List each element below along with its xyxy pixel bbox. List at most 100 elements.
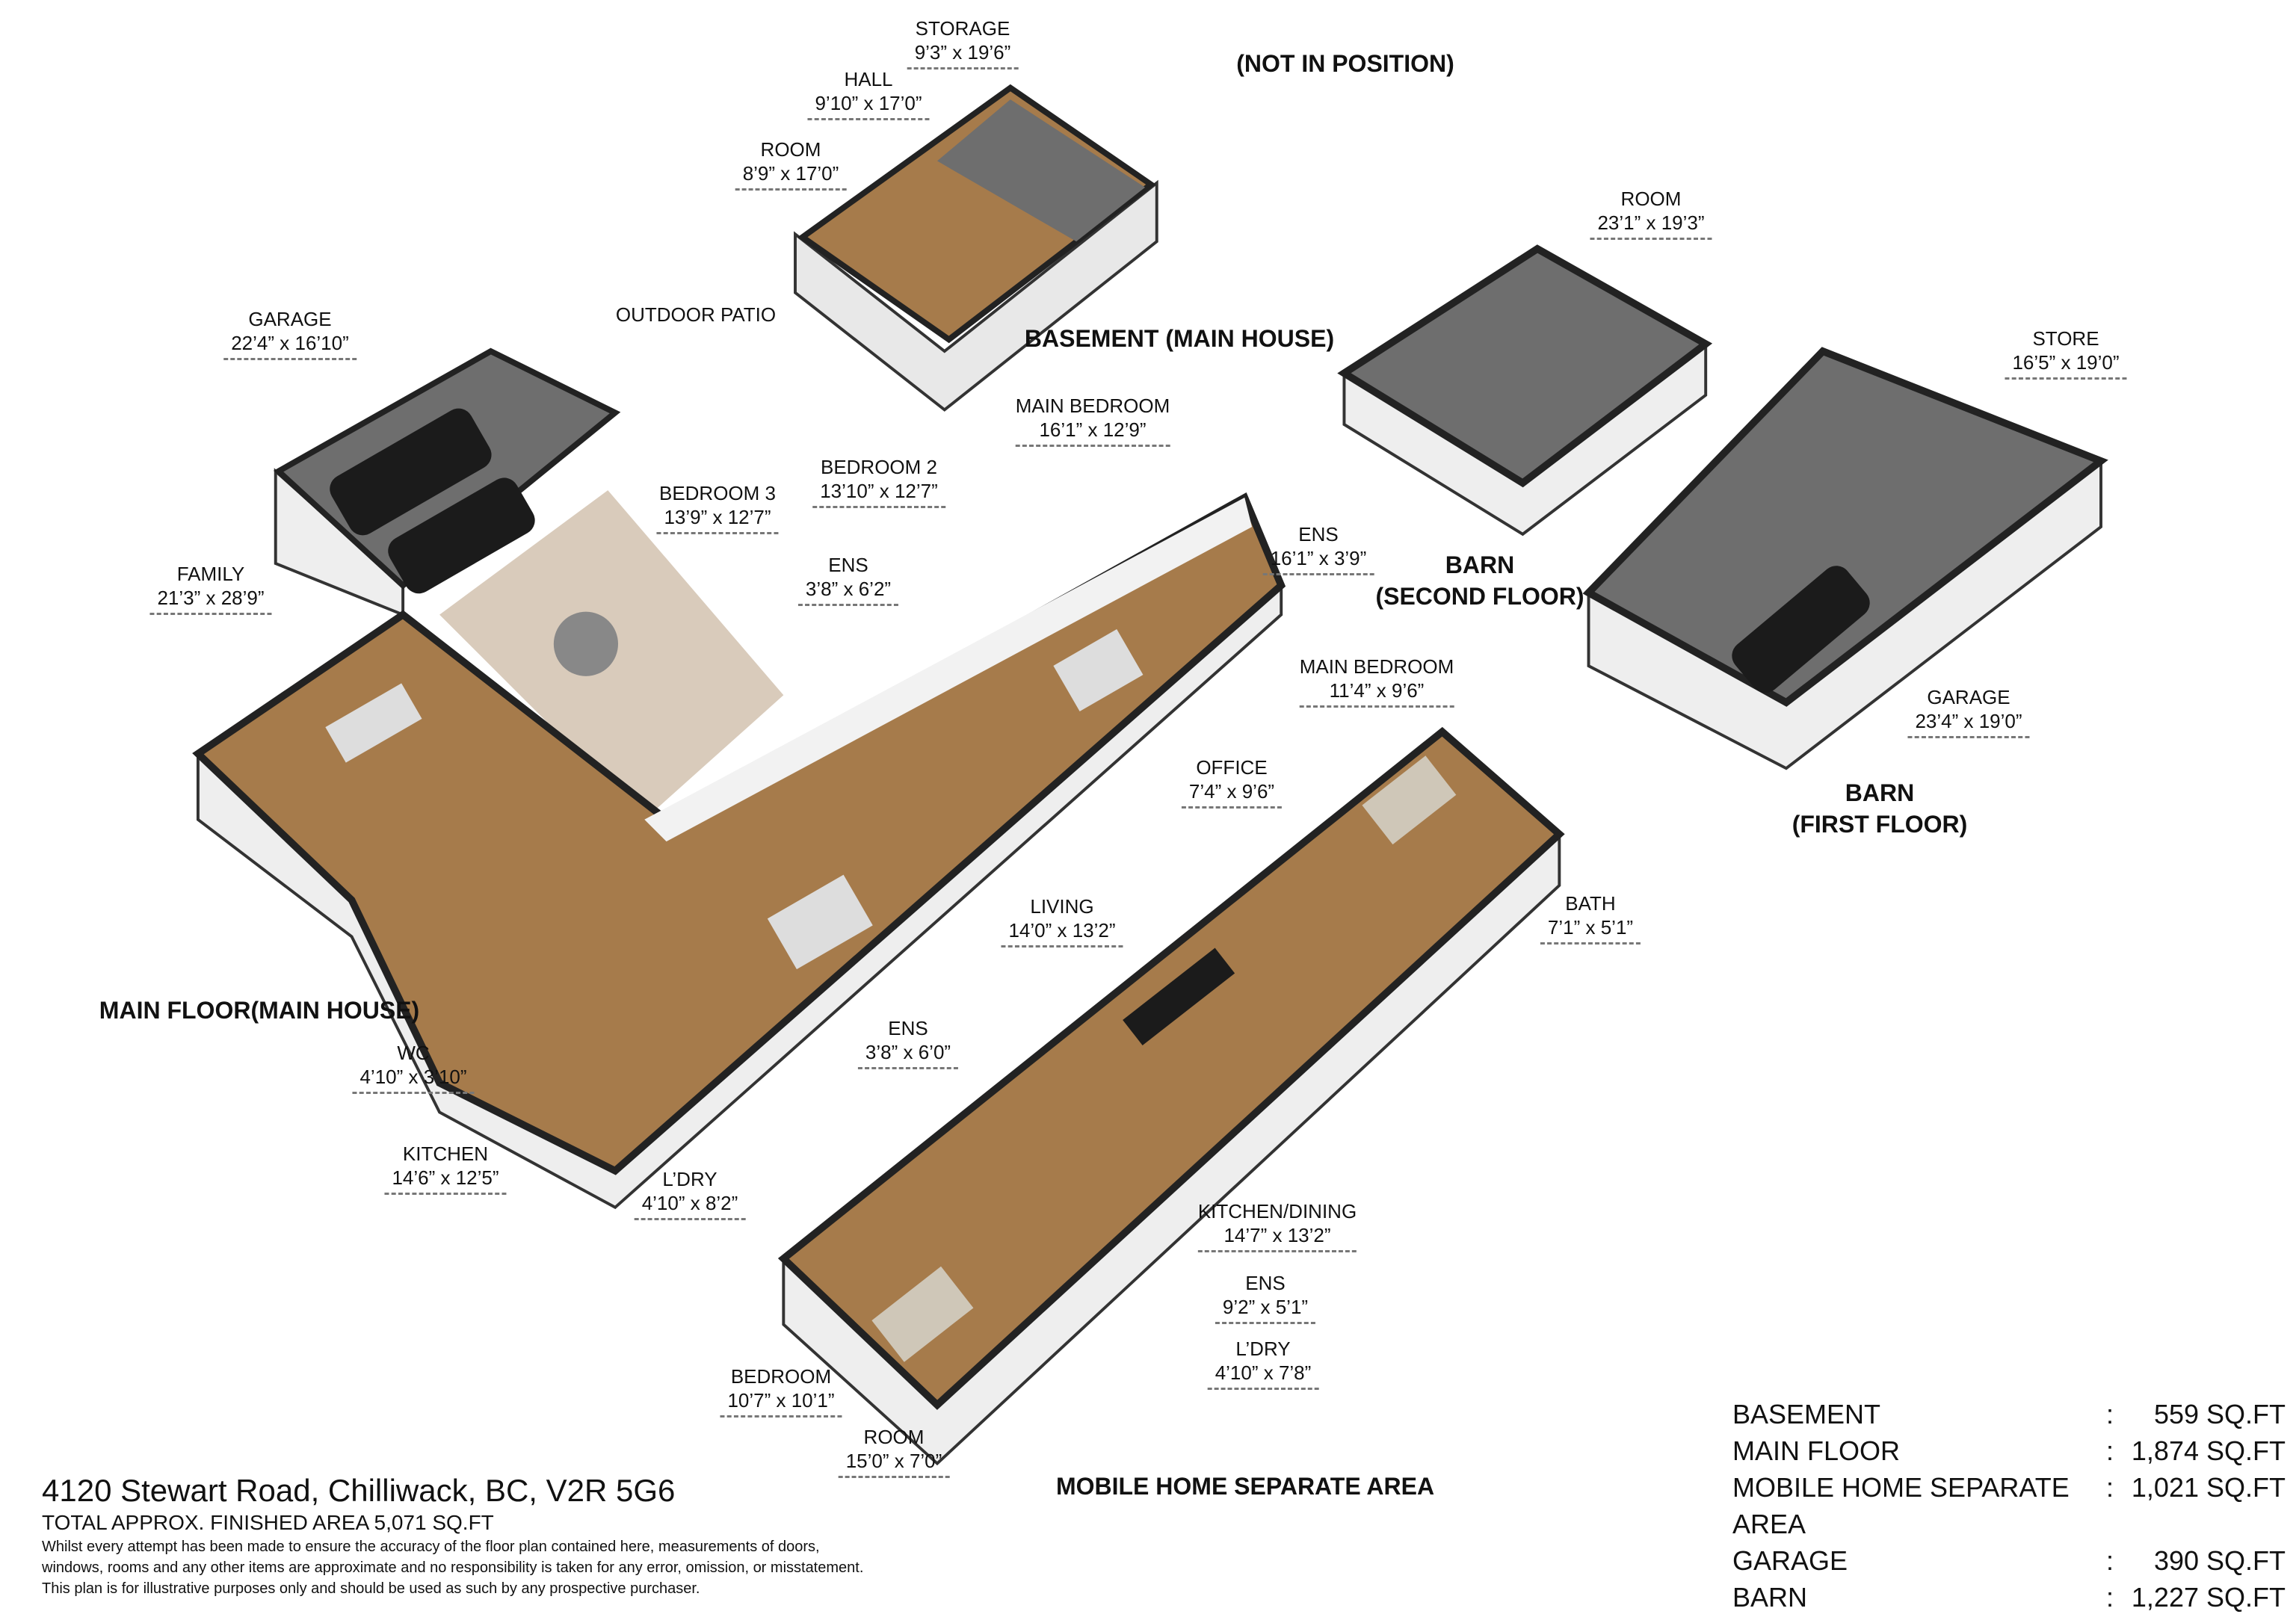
area-value: 1,874 SQ.FT — [2131, 1435, 2286, 1466]
room-name: MAIN BEDROOM — [1299, 655, 1454, 678]
room-name: STORAGE — [915, 17, 1010, 40]
separator: : — [2106, 1435, 2114, 1466]
room-name: ROOM — [863, 1426, 925, 1448]
room-dimensions: 7’4” x 9’6” — [1181, 779, 1283, 809]
room-name: HALL — [844, 68, 893, 90]
heading-line: BARN — [1445, 551, 1515, 578]
room-name: FAMILY — [176, 563, 245, 585]
room-name: L’DRY — [1235, 1338, 1291, 1360]
room-name: STORE — [2032, 327, 2099, 350]
room-dimensions: 9’10” x 17’0” — [807, 91, 930, 120]
room-name: ENS — [828, 554, 868, 576]
area-name: TOTAL AREA — [1732, 1616, 2106, 1623]
heading-line: (FIRST FLOOR) — [1792, 811, 1968, 838]
room-name: KITCHEN — [402, 1143, 489, 1165]
room-dimensions: 11’4” x 9’6” — [1299, 678, 1454, 708]
room-dimensions: 14’0” x 13’2” — [1001, 918, 1123, 947]
garage-plan — [274, 347, 621, 617]
room-dimensions: 16’1” x 12’9” — [1015, 418, 1170, 447]
area-value: 1,021 SQ.FT — [2131, 1472, 2286, 1503]
room-name: OFFICE — [1196, 756, 1268, 779]
room-dimensions: 14’6” x 12’5” — [384, 1166, 507, 1195]
barn-first-floor-plan — [1582, 347, 2108, 770]
room-name: BEDROOM 3 — [658, 482, 777, 504]
room-dimensions: 7’1” x 5’1” — [1540, 915, 1641, 945]
room-name: OUTDOOR PATIO — [615, 303, 777, 326]
main-floor-plan — [192, 492, 1286, 1210]
area-name: GARAGE — [1732, 1545, 1848, 1576]
room-name: GARAGE — [248, 308, 332, 330]
room-name: BATH — [1565, 892, 1616, 915]
area-name: MAIN FLOOR — [1732, 1435, 1901, 1466]
total-area-text: TOTAL APPROX. FINISHED AREA 5,071 SQ.FT — [42, 1511, 494, 1534]
disclaimer-line: Whilst every attempt has been made to en… — [42, 1539, 820, 1555]
room-name: ROOM — [760, 138, 821, 161]
area-name: MOBILE HOME SEPARATE AREA — [1732, 1472, 2070, 1539]
room-dimensions: 22’4” x 16’10” — [223, 331, 357, 360]
disclaimer-line: windows, rooms and any other items are a… — [42, 1559, 864, 1576]
room-dimensions: 4’10” x 8’2” — [634, 1191, 746, 1220]
area-row: BARN:1,227 SQ.FT — [1732, 1579, 2286, 1616]
heading-barn-second: BARN (SECOND FLOOR) — [1375, 549, 1584, 612]
mobile-home-plan — [777, 726, 1565, 1466]
area-name: BASEMENT — [1732, 1399, 1881, 1429]
barn-second-floor-plan — [1337, 244, 1713, 537]
area-row: TOTAL AREA:5,071 SQ.FT — [1732, 1616, 2286, 1623]
area-value: 559 SQ.FT — [2153, 1399, 2286, 1429]
basement-plan — [794, 84, 1158, 412]
room-name: LIVING — [1030, 895, 1094, 918]
room-dimensions: 21’3” x 28’9” — [149, 586, 272, 615]
heading-line: BARN — [1845, 779, 1915, 806]
disclaimer-line: This plan is for illustrative purposes o… — [42, 1580, 700, 1597]
room-name: KITCHEN/DINING — [1197, 1200, 1357, 1222]
room-dimensions: 4’10” x 7’8” — [1207, 1361, 1319, 1390]
room-name: ENS — [1245, 1272, 1286, 1294]
separator: : — [2106, 1399, 2114, 1429]
room-name: BEDROOM 2 — [820, 456, 938, 478]
room-dimensions: 9’3” x 19’6” — [907, 40, 1019, 69]
heading-main-floor: MAIN FLOOR(MAIN HOUSE) — [99, 997, 420, 1024]
room-name: GARAGE — [1927, 686, 2010, 708]
area-name: BARN — [1732, 1582, 1808, 1613]
separator: : — [2106, 1472, 2114, 1503]
room-dimensions: 23’1” x 19’3” — [1590, 211, 1712, 240]
room-name: L’DRY — [662, 1168, 718, 1190]
footer: 4120 Stewart Road, Chilliwack, BC, V2R 5… — [42, 1472, 863, 1599]
room-name: ENS — [1298, 523, 1339, 545]
separator: : — [2106, 1545, 2114, 1576]
area-row: GARAGE:390 SQ.FT — [1732, 1542, 2286, 1579]
room-dimensions: 16’1” x 3’9” — [1262, 546, 1374, 575]
area-value: 1,227 SQ.FT — [2131, 1582, 2286, 1613]
area-summary-table: BASEMENT:559 SQ.FT MAIN FLOOR:1,874 SQ.F… — [1732, 1396, 2286, 1623]
room-name: WC — [397, 1042, 430, 1064]
heading-not-in-position: (NOT IN POSITION) — [1236, 50, 1454, 77]
area-value: 5,071 SQ.FT — [2129, 1616, 2286, 1623]
heading-line: (SECOND FLOOR) — [1375, 583, 1584, 610]
room-name: ENS — [888, 1017, 928, 1039]
room-name: MAIN BEDROOM — [1015, 395, 1170, 417]
